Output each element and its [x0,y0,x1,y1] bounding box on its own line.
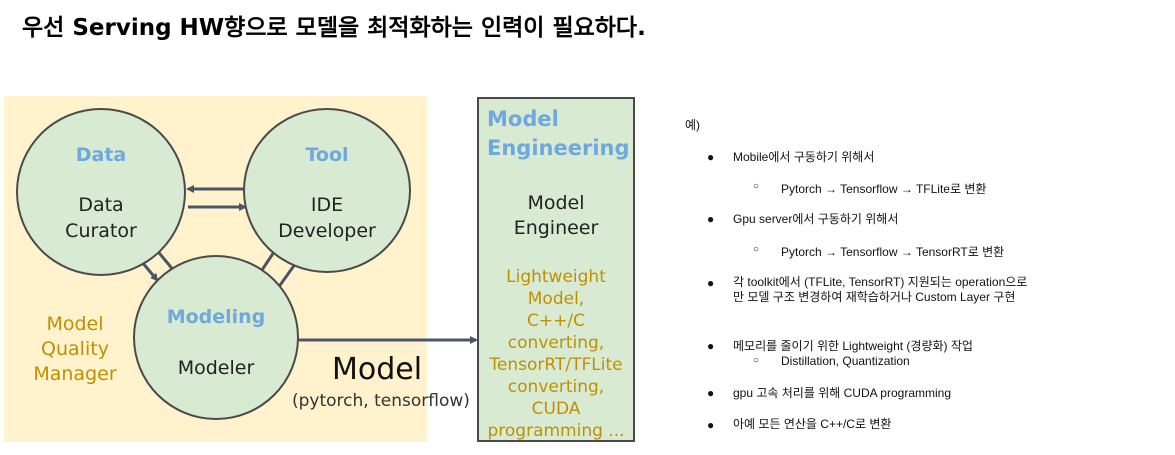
skill-line: CUDA [531,399,581,419]
bullet-icon: ● [707,339,715,353]
modeling-role-label: Modeling [166,306,266,328]
model-output-label: Model [332,352,423,387]
bullet-icon: ● [707,150,715,164]
engineering-role-line2: Engineering [487,136,630,160]
note-subitem: Distillation, Quantization [781,354,910,368]
data-person-line2: Curator [65,220,137,242]
notes-intro: 예) [685,118,701,132]
qm-line1: Model [46,313,104,335]
tool-circle: Tool IDE Developer [243,108,411,273]
note-item: Mobile에서 구동하기 위해서 [733,150,875,164]
page-title: 우선 Serving HW향으로 모델을 최적화하는 인력이 필요하다. [22,15,646,41]
data-role-label: Data [75,144,127,166]
engineering-person: Model Engineer [479,191,633,241]
note-item: 각 toolkit에서 (TFLite, TensorRT) 지원되는 oper… [733,275,1028,304]
engineering-role-label: Model Engineering [487,105,630,163]
model-engineering-box: Model Engineering Model Engineer Lightwe… [477,97,635,442]
bullet-icon: ● [707,212,715,226]
note-subitem: Pytorch → Tensorflow → TFLite로 변환 [781,182,987,196]
bullet-icon: ● [707,386,715,400]
skill-line: programming ... [487,421,625,441]
modeling-circle: Modeling Modeler [133,255,299,420]
data-person-line1: Data [78,194,124,216]
qm-line2: Quality [41,338,109,360]
sub-bullet-icon: ○ [753,181,760,192]
skill-line: Lightweight [506,267,606,287]
skill-line: C++/C [527,311,585,331]
sub-bullet-icon: ○ [753,355,760,366]
skill-line: converting, [507,333,605,353]
sub-bullet-icon: ○ [753,244,760,255]
tool-person-line1: IDE [310,194,344,216]
skill-line: Model, [527,289,585,309]
model-output-sublabel: (pytorch, tensorflow) [292,391,470,411]
engineering-role-line1: Model [487,107,559,131]
note-item: Gpu server에서 구동하기 위해서 [733,212,899,226]
note-item: 아예 모든 연산을 C++/C로 변환 [733,417,892,431]
qm-line3: Manager [33,363,117,385]
engineering-person-line1: Model [527,192,585,214]
tool-person-line2: Developer [278,220,376,242]
bullet-icon: ● [707,418,715,432]
data-circle: Data Data Curator [16,108,186,276]
note-item: gpu 고속 처리를 위해 CUDA programming [733,386,952,400]
tool-role-label: Tool [305,144,349,166]
engineering-person-line2: Engineer [513,217,599,239]
skill-line: converting, [507,377,605,397]
skill-line: TensorRT/TFLite [489,355,623,375]
engineering-skills: Lightweight Model, C++/C converting, Ten… [479,266,633,441]
note-subitem: Pytorch → Tensorflow → TensorRT로 변환 [781,245,1005,259]
quality-manager-label: Model Quality Manager [20,312,130,387]
note-item: 메모리를 줄이기 위한 Lightweight (경량화) 작업 [733,339,973,353]
modeling-person: Modeler [177,357,255,379]
bullet-icon: ● [707,276,715,290]
